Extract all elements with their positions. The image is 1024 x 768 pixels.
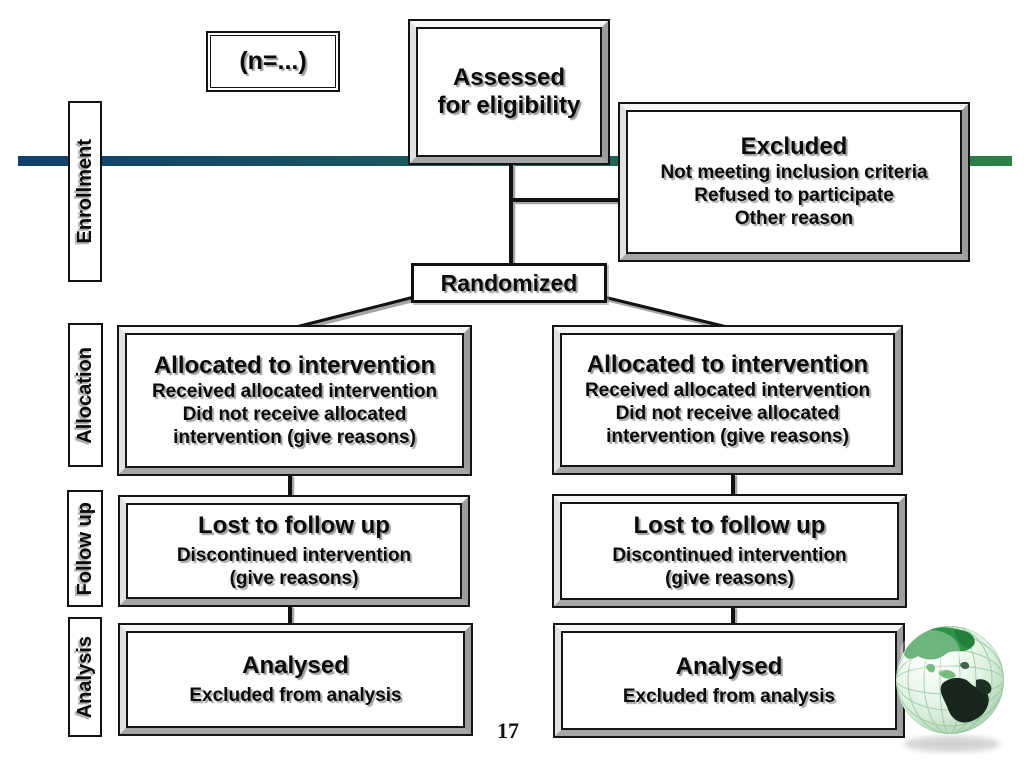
lost-to-follow-up-box-right: Lost to follow up Discontinued intervent… bbox=[552, 494, 907, 608]
excluded-reason-3: Other reason bbox=[734, 208, 854, 230]
lost-discontinued-line1: Discontinued intervention bbox=[176, 544, 412, 566]
analysed-excluded-note: Excluded from analysis bbox=[622, 685, 836, 707]
analysed-box-left: Analysed Excluded from analysis bbox=[118, 623, 473, 736]
page-number: 17 bbox=[497, 718, 519, 743]
lost-discontinued-line2: (give reasons) bbox=[665, 567, 794, 589]
allocated-received: Received allocated intervention bbox=[584, 380, 871, 402]
allocated-received: Received allocated intervention bbox=[151, 380, 438, 402]
lost-title: Lost to follow up bbox=[198, 512, 390, 540]
stage-label-follow-up: Follow up bbox=[67, 490, 103, 607]
excluded-reason-1: Not meeting inclusion criteria bbox=[660, 162, 928, 184]
excluded-box: Excluded Not meeting inclusion criteria … bbox=[618, 102, 970, 262]
analysed-excluded-note: Excluded from analysis bbox=[189, 684, 402, 706]
stage-label-analysis: Analysis bbox=[68, 617, 102, 737]
analysed-box-right: Analysed Excluded from analysis bbox=[553, 623, 905, 738]
lost-discontinued-line1: Discontinued intervention bbox=[612, 544, 847, 566]
globe-image bbox=[896, 626, 1004, 752]
lost-title: Lost to follow up bbox=[633, 512, 826, 540]
stage-label-enrollment: Enrollment bbox=[68, 101, 102, 282]
n-placeholder-label: (n=...) bbox=[210, 35, 336, 88]
allocated-not-received-line2: intervention (give reasons) bbox=[173, 426, 416, 448]
assessed-title-line1: Assessed bbox=[452, 64, 566, 92]
allocated-title: Allocated to intervention bbox=[586, 351, 869, 379]
lost-to-follow-up-box-left: Lost to follow up Discontinued intervent… bbox=[118, 495, 470, 607]
excluded-title: Excluded bbox=[740, 133, 848, 161]
allocated-intervention-box-right: Allocated to intervention Received alloc… bbox=[552, 325, 903, 475]
allocated-not-received-line1: Did not receive allocated bbox=[182, 403, 407, 425]
analysed-title: Analysed bbox=[242, 652, 349, 680]
analysed-title: Analysed bbox=[675, 653, 783, 681]
allocated-title: Allocated to intervention bbox=[153, 351, 436, 379]
assessed-title-line2: for eligibility bbox=[437, 92, 581, 119]
n-placeholder-box: (n=...) bbox=[206, 31, 340, 92]
allocated-intervention-box-left: Allocated to intervention Received alloc… bbox=[117, 325, 472, 476]
allocated-not-received-line2: intervention (give reasons) bbox=[606, 426, 849, 448]
excluded-reason-2: Refused to participate bbox=[694, 185, 894, 207]
assessed-for-eligibility-box: Assessed for eligibility bbox=[408, 19, 610, 165]
randomized-box: Randomized bbox=[411, 263, 607, 303]
stage-label-allocation: Allocation bbox=[68, 323, 103, 467]
lost-discontinued-line2: (give reasons) bbox=[229, 567, 359, 589]
allocated-not-received-line1: Did not receive allocated bbox=[615, 403, 840, 425]
